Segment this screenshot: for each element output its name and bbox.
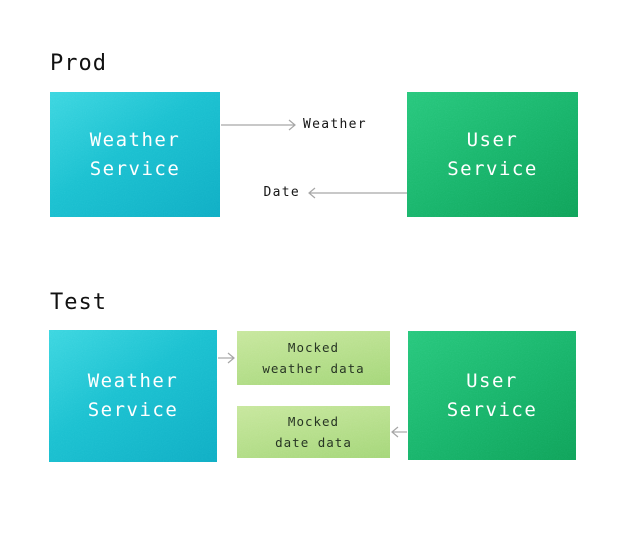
prod-weather-service-label-line1: Weather: [89, 128, 181, 151]
mocked-date-data-label-line2: date data: [275, 435, 352, 450]
mocked-weather-data-label-line1: Mocked: [287, 340, 340, 355]
prod-weather-service-box: Weather Service: [50, 92, 220, 217]
test-weather-service-label-line1: Weather: [87, 370, 179, 392]
mocked-weather-data-label-line2: weather data: [262, 361, 365, 376]
mocked-date-data-label-line1: Mocked: [287, 414, 340, 429]
prod-weather-arrow: [221, 119, 296, 131]
test-date-arrow: [391, 426, 407, 438]
test-user-service-label-line2: Service: [446, 398, 538, 421]
mocked-date-data-box: Mocked date data: [237, 406, 390, 458]
prod-user-service-label-line1: User: [466, 128, 519, 151]
prod-weather-service-label-line2: Service: [89, 157, 181, 180]
prod-user-service-box: User Service: [407, 92, 578, 217]
mocked-weather-data-box: Mocked weather data: [237, 331, 390, 385]
weather-arrow-label: Weather: [303, 117, 367, 132]
test-user-service-box: User Service: [408, 331, 576, 460]
date-arrow-label: Date: [263, 185, 300, 200]
prod-section-title: Prod: [50, 51, 107, 76]
prod-user-service-label-line2: Service: [447, 157, 538, 180]
test-weather-arrow: [218, 352, 235, 364]
test-weather-service-box: Weather Service: [49, 330, 217, 462]
test-section-title: Test: [50, 290, 107, 315]
prod-date-arrow: [308, 187, 407, 199]
test-user-service-label-line1: User: [466, 369, 518, 392]
test-weather-service-label-line2: Service: [87, 399, 179, 421]
